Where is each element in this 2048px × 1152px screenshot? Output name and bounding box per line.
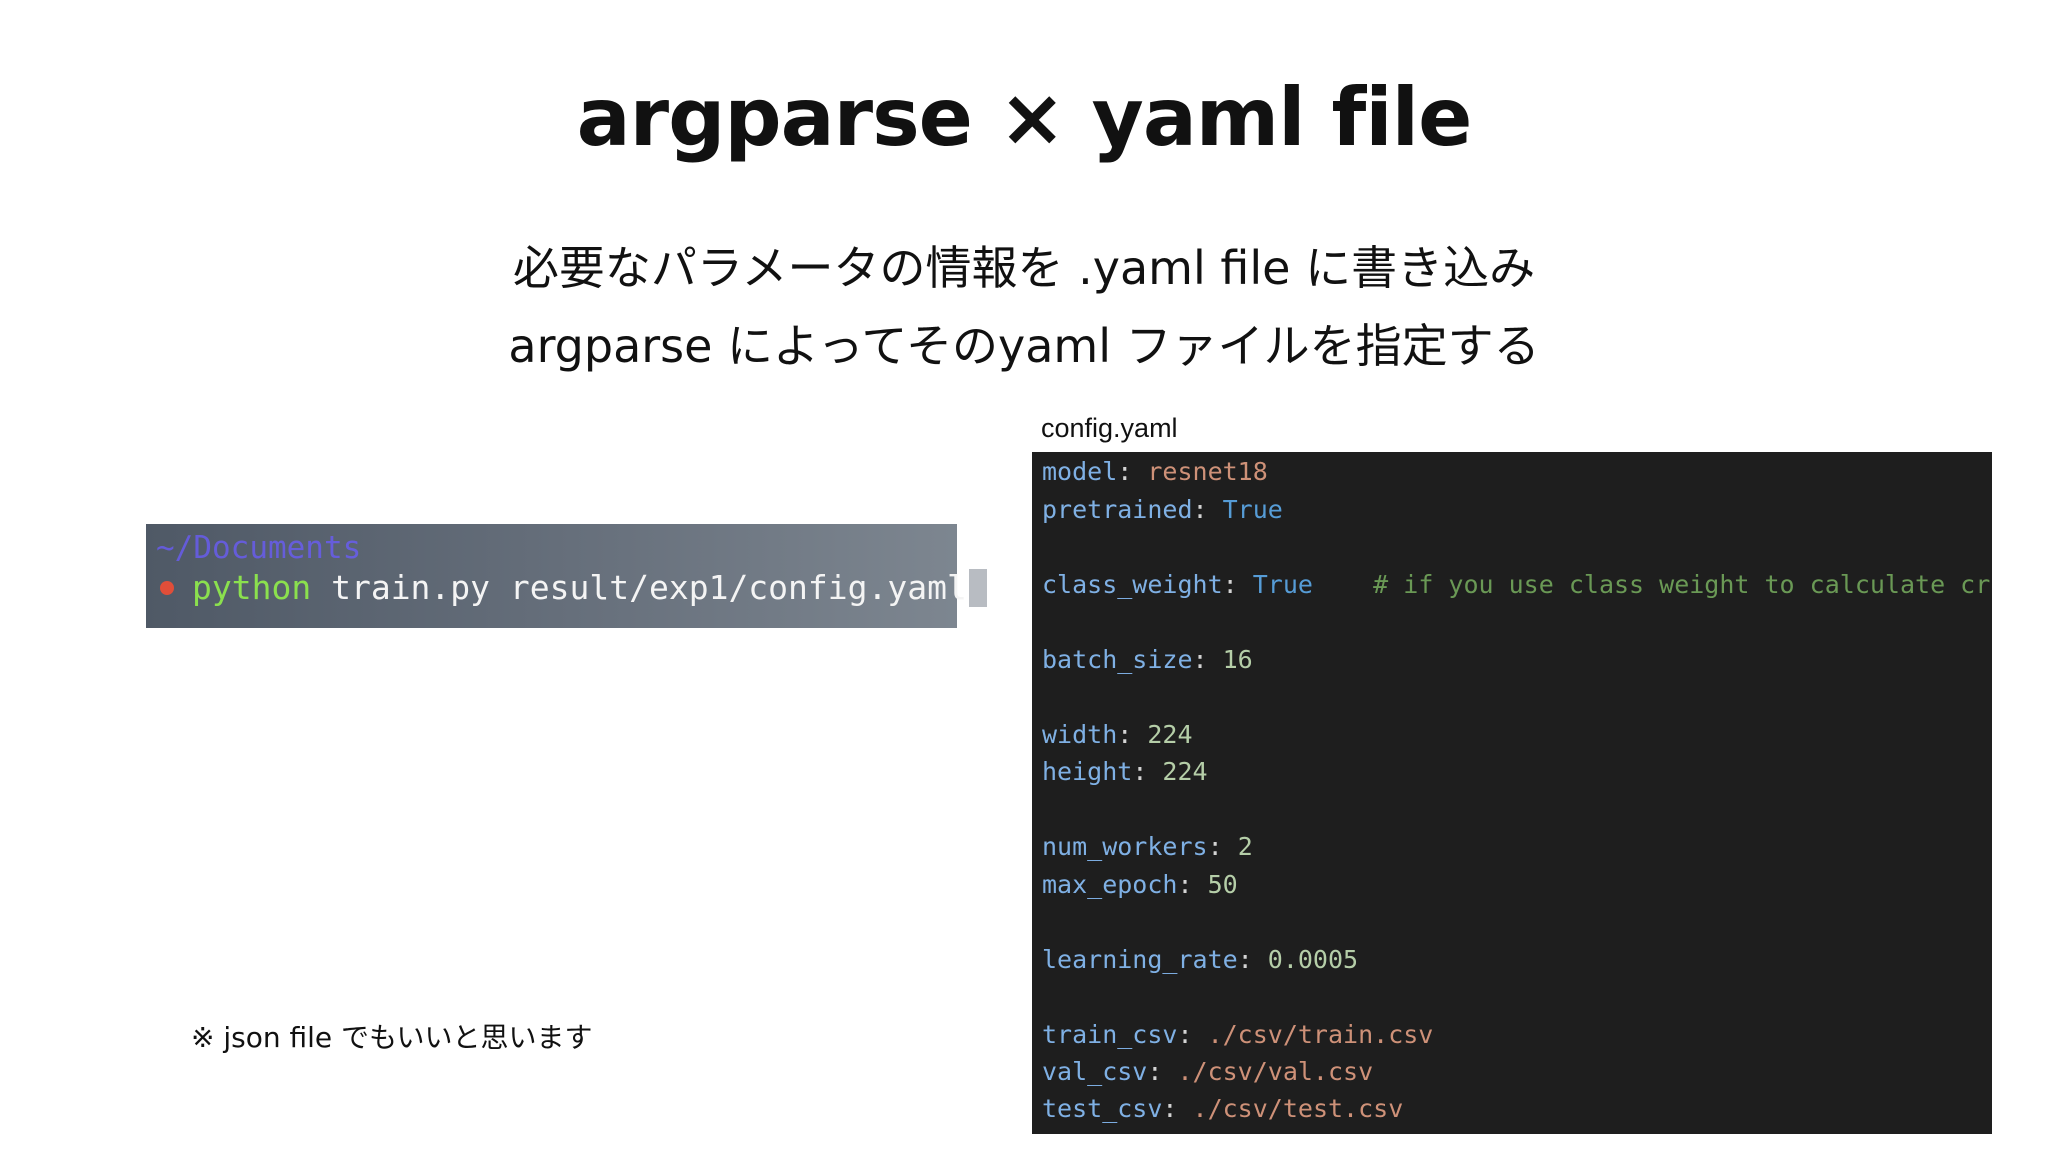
- code-key: height: [1042, 757, 1133, 786]
- code-value: ./csv/test.csv: [1192, 1094, 1404, 1123]
- code-line-train-csv: train_csv: ./csv/train.csv: [1042, 1020, 1434, 1049]
- code-line-max-epoch: max_epoch: 50: [1042, 870, 1238, 899]
- code-value: 224: [1147, 720, 1193, 749]
- code-caption: config.yaml: [1041, 413, 1178, 443]
- code-value: True: [1252, 570, 1313, 599]
- code-key: test_csv: [1042, 1094, 1163, 1123]
- code-value: ./csv/train.csv: [1207, 1020, 1434, 1049]
- code-key: class_weight: [1042, 570, 1223, 599]
- code-line-height: height: 224: [1042, 757, 1208, 786]
- terminal-command-line: python train.py result/exp1/config.yaml: [156, 568, 987, 607]
- yaml-code-panel: model: resnet18 pretrained: True class_w…: [1032, 452, 1992, 1134]
- code-line-num-workers: num_workers: 2: [1042, 832, 1253, 861]
- code-key: pretrained: [1042, 495, 1193, 524]
- code-value: 224: [1162, 757, 1208, 786]
- code-value: 50: [1207, 870, 1238, 899]
- code-key: learning_rate: [1042, 945, 1238, 974]
- slide-subtitle-line-2: argparse によってそのyaml ファイルを指定する: [508, 319, 1540, 373]
- code-line-val-csv: val_csv: ./csv/val.csv: [1042, 1057, 1374, 1086]
- code-value: 16: [1222, 645, 1253, 674]
- slide-subtitle-line-1: 必要なパラメータの情報を .yaml file に書き込み: [512, 241, 1536, 295]
- code-line-model: model: resnet18: [1042, 457, 1268, 486]
- code-value: 2: [1237, 832, 1253, 861]
- code-value: resnet18: [1147, 457, 1268, 486]
- code-line-batch-size: batch_size: 16: [1042, 645, 1253, 674]
- terminal-command-args: train.py result/exp1/config.yaml: [311, 568, 967, 607]
- code-key: model: [1042, 457, 1118, 486]
- code-value: ./csv/val.csv: [1177, 1057, 1374, 1086]
- code-key: batch_size: [1042, 645, 1193, 674]
- code-line-width: width: 224: [1042, 720, 1193, 749]
- code-line-learning-rate: learning_rate: 0.0005: [1042, 945, 1359, 974]
- code-line-class-weight: class_weight: True # if you use class we…: [1042, 570, 1991, 599]
- code-value: True: [1222, 495, 1283, 524]
- code-key: val_csv: [1042, 1057, 1148, 1086]
- footnote: ※ json file でもいいと思います: [191, 1021, 593, 1054]
- prompt-dot-icon: [160, 580, 174, 595]
- code-key: train_csv: [1042, 1020, 1178, 1049]
- slide-title: argparse × yaml file: [576, 71, 1473, 164]
- code-key: max_epoch: [1042, 870, 1178, 899]
- cursor-block-icon: [968, 568, 987, 607]
- terminal-screenshot: ~/Documents python train.py result/exp1/…: [146, 524, 987, 628]
- code-line-pretrained: pretrained: True: [1042, 495, 1283, 524]
- code-key: num_workers: [1042, 832, 1208, 861]
- terminal-directory: ~/Documents: [156, 530, 362, 566]
- code-line-test-csv: test_csv: ./csv/test.csv: [1042, 1094, 1404, 1123]
- code-key: width: [1042, 720, 1118, 749]
- code-value: 0.0005: [1267, 945, 1359, 974]
- code-comment: # if you use class weight to calculate c…: [1373, 570, 1991, 599]
- terminal-command-keyword: python: [192, 568, 312, 607]
